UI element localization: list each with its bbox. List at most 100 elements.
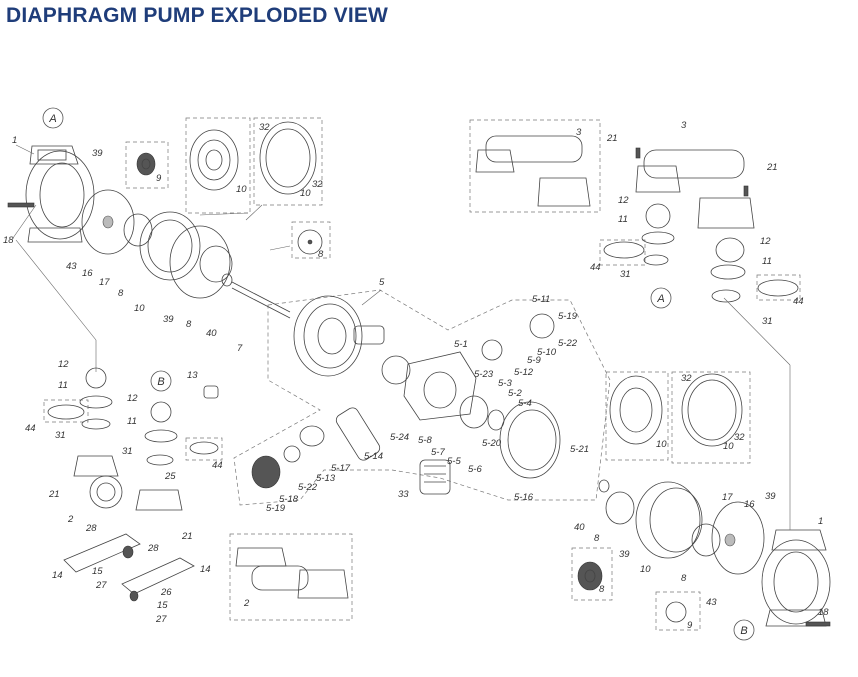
part-label: 5-8 — [418, 435, 432, 446]
right-assembly — [577, 297, 831, 627]
part-label: 5-1 — [454, 339, 468, 350]
part-label: 21 — [766, 162, 778, 173]
part-label: 39 — [765, 491, 776, 502]
part-label: 43 — [706, 597, 717, 608]
part-label: 5-24 — [390, 432, 409, 443]
part-label: 10 — [236, 184, 247, 195]
part-label: 5-9 — [527, 355, 541, 366]
part-label: 12 — [618, 195, 629, 206]
part-label: 5-10 — [537, 347, 557, 358]
part-label: 5-19 — [266, 503, 286, 514]
part-label: 5-21 — [570, 444, 589, 455]
part-label: 31 — [620, 269, 631, 280]
part-label: 27 — [155, 614, 167, 625]
part-label: 31 — [55, 430, 66, 441]
part-label: 21 — [48, 489, 60, 500]
part-label: 32 — [259, 122, 270, 133]
part-label: 8 — [186, 319, 192, 330]
part-label: 5-14 — [364, 451, 383, 462]
callout-circle-c-a-right — [650, 287, 672, 309]
group-boxes — [43, 117, 801, 631]
upper-diaphragms — [189, 121, 323, 255]
part-label: 13 — [187, 370, 198, 381]
callout-label-c-a-top: A — [48, 113, 56, 125]
part-label: 8 — [594, 533, 600, 544]
part-label: 25 — [164, 471, 176, 482]
part-label: 21 — [181, 531, 193, 542]
part-label: 33 — [398, 489, 409, 500]
part-label: 8 — [599, 584, 605, 595]
part-label: 44 — [25, 423, 36, 434]
part-label: 40 — [574, 522, 585, 533]
part-label: 11 — [58, 380, 68, 391]
part-label: 10 — [134, 303, 145, 314]
part-label: 5-17 — [331, 463, 351, 474]
part-label: 18 — [818, 607, 829, 618]
part-label: 11 — [762, 256, 772, 267]
left-lower-parts — [15, 239, 219, 602]
part-label: 2 — [243, 598, 250, 609]
part-label: 12 — [760, 236, 771, 247]
part-label: 26 — [160, 587, 172, 598]
part-label: 10 — [723, 441, 734, 452]
part-label: 28 — [147, 543, 159, 554]
part-label: 12 — [58, 359, 69, 370]
part-label: 5-6 — [468, 464, 482, 475]
part-label: 5-18 — [279, 494, 299, 505]
part-label: 1 — [12, 135, 17, 146]
part-label: 9 — [687, 620, 693, 631]
part-label: 14 — [52, 570, 63, 581]
part-label: 5-3 — [498, 378, 512, 389]
bottom-manifold — [235, 547, 349, 599]
part-label: 10 — [300, 188, 311, 199]
part-label: 8 — [681, 573, 687, 584]
part-label: 5-11 — [532, 294, 550, 305]
part-label: 28 — [85, 523, 97, 534]
part-label: 31 — [122, 446, 133, 457]
part-label: 10 — [656, 439, 667, 450]
part-label: 5-12 — [514, 367, 534, 378]
part-label: 11 — [618, 214, 628, 225]
part-label: 17 — [722, 492, 733, 503]
part-label: 5-22 — [558, 338, 578, 349]
part-label: 5-13 — [316, 473, 336, 484]
part-label: 8 — [118, 288, 124, 299]
part-label: 14 — [200, 564, 211, 575]
callout-label-c-b-bottom: B — [740, 625, 747, 637]
center-housing — [251, 289, 561, 495]
part-label: 27 — [95, 580, 107, 591]
part-label: 1 — [818, 516, 823, 527]
callout-label-c-b-left: B — [157, 376, 164, 388]
part-label: 32 — [681, 373, 692, 384]
left-diaphragm-stack — [81, 152, 291, 319]
callout-circle-c-b-left — [150, 370, 172, 392]
part-label: 5-19 — [558, 311, 578, 322]
part-label: 39 — [619, 549, 630, 560]
part-label: 5-22 — [298, 482, 318, 493]
part-label: 10 — [640, 564, 651, 575]
part-label: 2 — [67, 514, 74, 525]
page-title: DIAPHRAGM PUMP EXPLODED VIEW — [6, 4, 389, 27]
part-label: 44 — [212, 460, 223, 471]
left-air-chamber — [7, 144, 95, 243]
part-label: 5-5 — [447, 456, 461, 467]
part-label: 16 — [744, 499, 755, 510]
part-label: 18 — [3, 235, 14, 246]
part-label: 40 — [206, 328, 217, 339]
part-label: 5-2 — [508, 388, 522, 399]
callout-circle-c-b-bottom — [733, 619, 755, 641]
part-label: 17 — [99, 277, 110, 288]
part-label: 12 — [127, 393, 138, 404]
part-label: 44 — [590, 262, 601, 273]
part-label: 15 — [92, 566, 103, 577]
part-label: 31 — [762, 316, 773, 327]
part-label: 32 — [734, 432, 745, 443]
part-label: 11 — [127, 416, 137, 427]
part-label: 39 — [163, 314, 174, 325]
part-label: 8 — [318, 249, 324, 260]
part-label: 16 — [82, 268, 93, 279]
top-manifolds — [475, 135, 799, 303]
part-label: 44 — [793, 296, 804, 307]
